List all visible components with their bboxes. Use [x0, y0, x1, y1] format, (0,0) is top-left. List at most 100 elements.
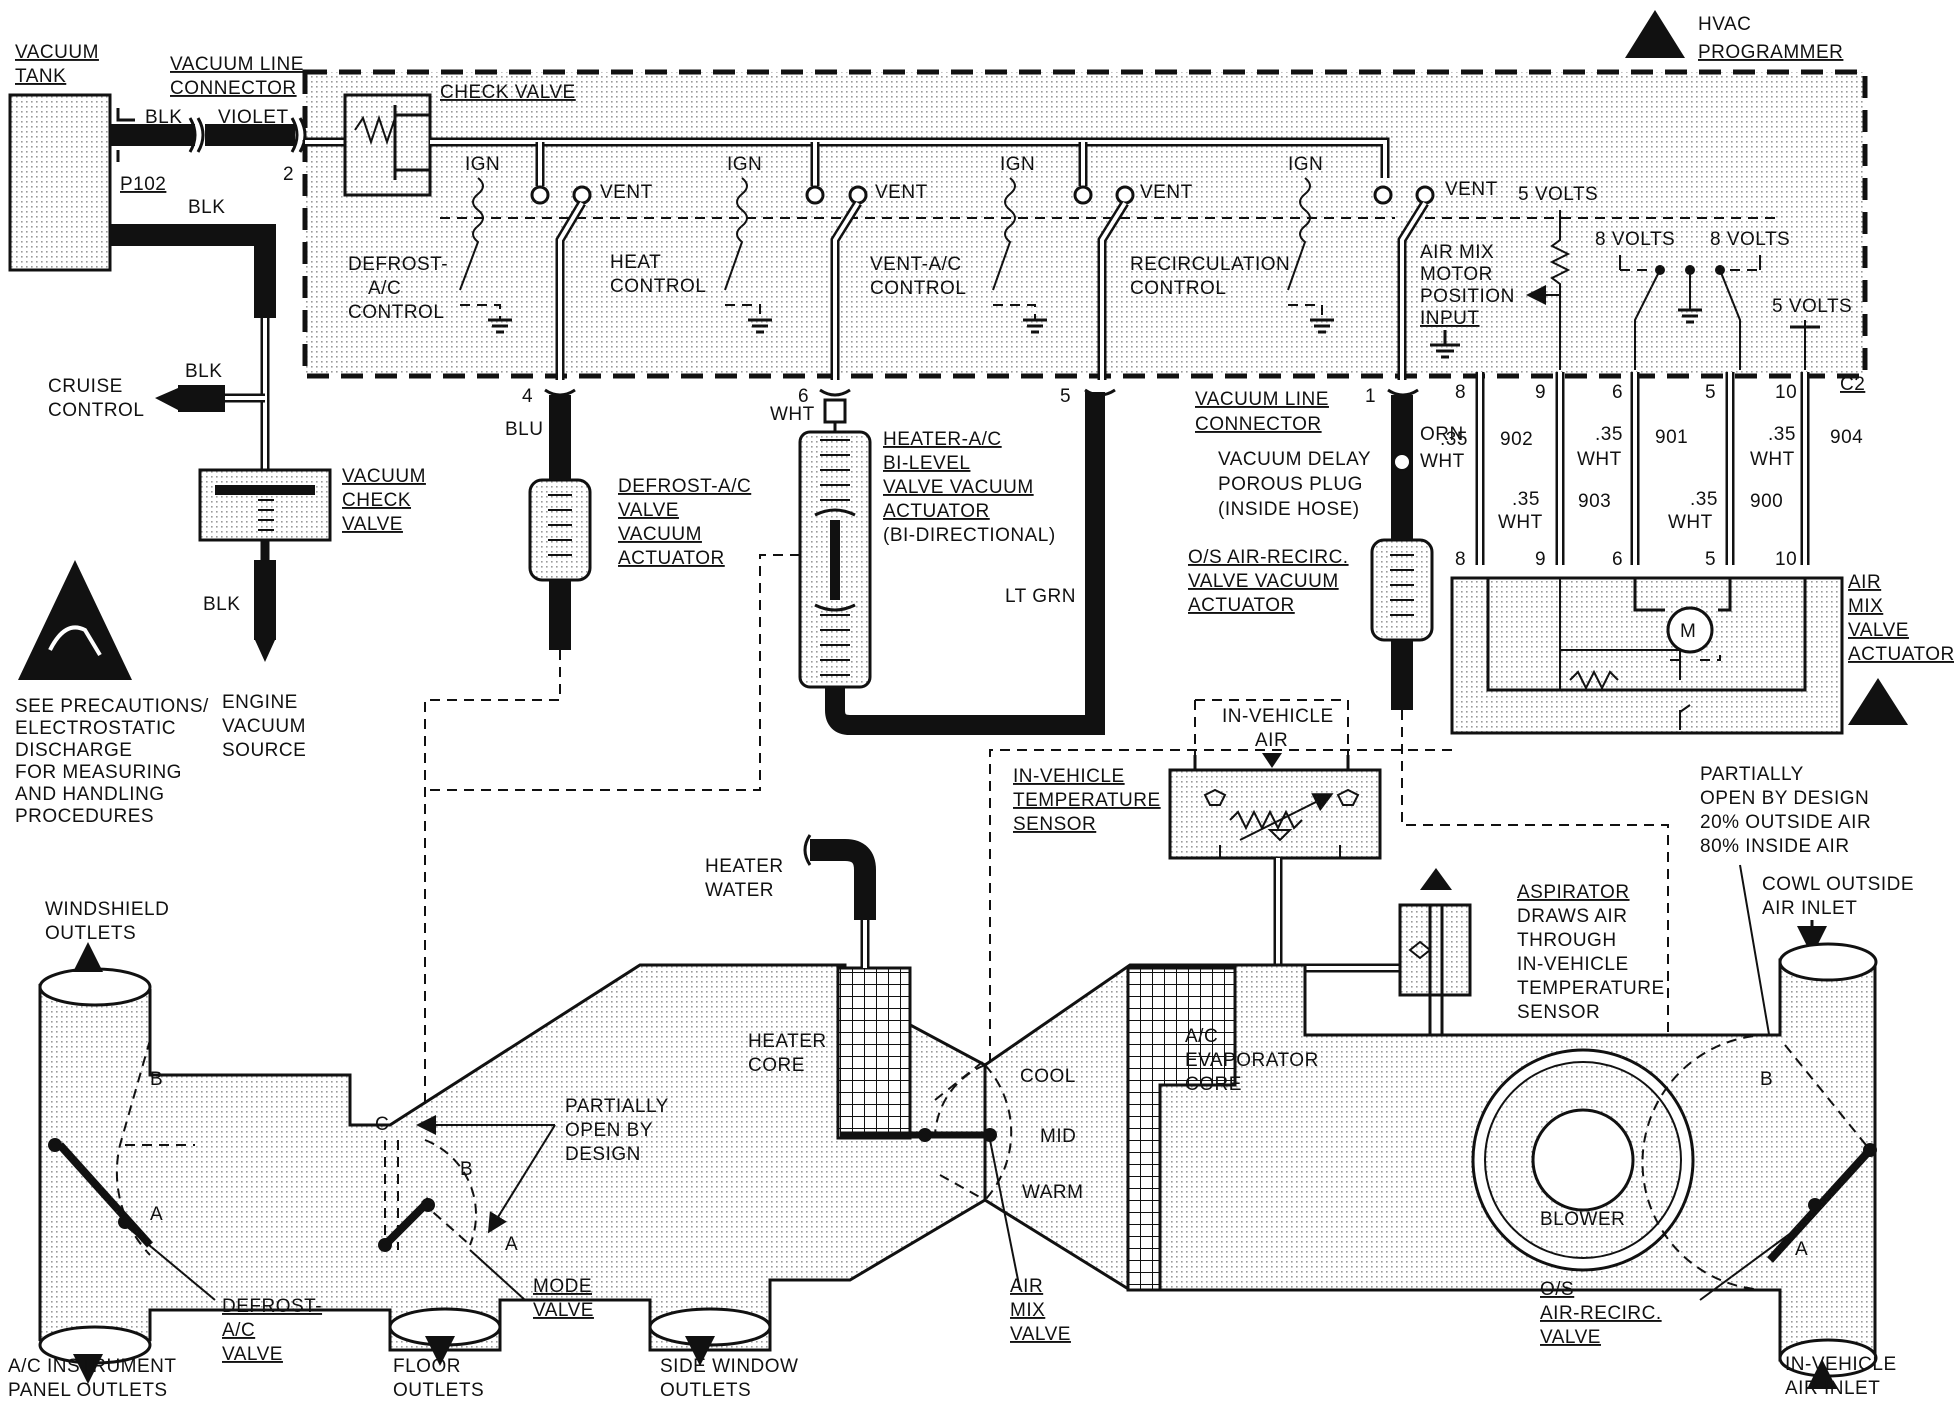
w4-gauge: .35: [1690, 489, 1718, 510]
precautions-6: PROCEDURES: [15, 806, 154, 827]
vacuum-delay-3: (INSIDE HOSE): [1218, 499, 1360, 520]
wire-blk-tank: BLK: [188, 197, 225, 218]
heat-control-2: CONTROL: [610, 276, 706, 297]
vacuum-tank-label-2: TANK: [15, 66, 66, 87]
w4-circuit: 900: [1750, 491, 1783, 512]
aspirator-6: SENSOR: [1517, 1002, 1600, 1023]
check-valve-label: CHECK VALVE: [440, 82, 576, 103]
pin-10-top: 10: [1775, 382, 1797, 403]
side-window-outlets-2: OUTLETS: [660, 1380, 751, 1401]
vacuum-tank: VACUUM TANK: [8, 42, 112, 272]
defrost-actuator-1: DEFROST-A/C: [618, 476, 751, 497]
vcv-wire-blk: BLK: [203, 594, 240, 615]
mode-valve-1: MODE: [533, 1276, 592, 1297]
partially-open-right-1: PARTIALLY: [1700, 764, 1804, 785]
motor-symbol: M: [1680, 621, 1696, 642]
vacuum-line-connector-top-1: VACUUM LINE: [170, 54, 304, 75]
pin-9-bottom: 9: [1535, 549, 1546, 570]
evap-core-1: A/C: [1185, 1026, 1218, 1047]
defrost-actuator-2: VALVE: [618, 500, 679, 521]
in-vehicle-temp-sensor: IN-VEHICLE AIR IN-VEHICLE TEMPERATURE SE…: [1013, 699, 1410, 973]
voltage-8v-a: 8 VOLTS: [1595, 229, 1675, 250]
port-1-orn: ORN: [1420, 424, 1464, 445]
w2-gauge: .35: [1512, 489, 1540, 510]
heater-core: HEATER WATER HEATER CORE: [705, 834, 912, 1140]
air-mix-valve-3: VALVE: [1010, 1324, 1071, 1345]
blower-label: BLOWER: [1540, 1209, 1625, 1230]
voltage-8v-b: 8 VOLTS: [1710, 229, 1790, 250]
w4-color: WHT: [1668, 512, 1713, 533]
cowl-inlet-2: AIR INLET: [1762, 898, 1857, 919]
vent-ac-vent: VENT: [1140, 182, 1193, 203]
in-vehicle-air-2: AIR: [1255, 730, 1288, 751]
vent-ac-control-1: VENT-A/C: [870, 254, 962, 275]
port-4-blu: BLU: [505, 419, 543, 440]
temp-sensor-2: TEMPERATURE: [1013, 790, 1161, 811]
air-mix-valve-1: AIR: [1010, 1276, 1043, 1297]
precautions-2: ELECTROSTATIC: [15, 718, 176, 739]
esd-precautions: SEE PRECAUTIONS/ ELECTROSTATIC DISCHARGE…: [15, 560, 209, 827]
w1-circuit: 902: [1500, 429, 1533, 450]
os-air-recirc-actuator: 1 ORN VACUUM LINE CONNECTOR VACUUM DELAY…: [1188, 386, 1669, 1045]
pin-8-bottom: 8: [1455, 549, 1466, 570]
switch-recirculation: IGN VENT RECIRCULATION CONTROL: [1130, 154, 1498, 380]
os-valve-3: VALVE: [1540, 1327, 1601, 1348]
vacuum-manifold: [430, 137, 1390, 186]
heater-actuator-5: (BI-DIRECTIONAL): [883, 525, 1056, 546]
w1-color: WHT: [1420, 451, 1465, 472]
heater-water-1: HEATER: [705, 856, 784, 877]
recirc-control-1: RECIRCULATION: [1130, 254, 1290, 275]
in-vehicle-air-inlet-1: IN-VEHICLE: [1785, 1354, 1897, 1375]
partially-open-right-4: 80% INSIDE AIR: [1700, 836, 1850, 857]
aspirator-3: THROUGH: [1517, 930, 1617, 951]
heater-actuator-1: HEATER-A/C: [883, 429, 1002, 450]
outlet-labels: WINDSHIELD OUTLETS A/C INSTRUMENT PANEL …: [8, 899, 1897, 1401]
air-mix-cool: COOL: [1020, 1066, 1076, 1087]
precautions-1: SEE PRECAUTIONS/: [15, 696, 209, 717]
connector-p102: P102: [120, 174, 166, 195]
recirc-vent: VENT: [1445, 179, 1498, 200]
port-5-line: 5 LT GRN: [1005, 386, 1116, 607]
amva-label-1: AIR: [1848, 572, 1881, 593]
pin-5-bottom: 5: [1705, 549, 1716, 570]
w3-circuit: 901: [1655, 427, 1688, 448]
windshield-outlets-2: OUTLETS: [45, 923, 136, 944]
mode-valve: C B A PARTIALLY OPEN BY DESIGN MODE VALV…: [375, 1096, 668, 1321]
vacuum-check-valve: VACUUM CHECK VALVE BLK ENGINE VACUUM SOU…: [198, 466, 426, 761]
air-mix-motor-label-3: POSITION: [1420, 286, 1515, 307]
programmer-title-1: HVAC: [1698, 14, 1751, 35]
engine-vacuum-3: SOURCE: [222, 740, 306, 761]
vcv-label-2: CHECK: [342, 490, 411, 511]
programmer-title-2: PROGRAMMER: [1698, 42, 1843, 63]
air-mix-motor-label-4: INPUT: [1420, 308, 1480, 329]
vlc-mid-2: CONNECTOR: [1195, 414, 1322, 435]
pin-5-top: 5: [1705, 382, 1716, 403]
side-window-outlets-1: SIDE WINDOW: [660, 1356, 799, 1377]
vacuum-tank-label-1: VACUUM: [15, 42, 99, 63]
w1-gauge: .35: [1440, 429, 1468, 450]
wire-blk-top: BLK: [145, 107, 182, 128]
precautions-5: AND HANDLING: [15, 784, 165, 805]
vcv-label-1: VACUUM: [342, 466, 426, 487]
evap-core-3: CORE: [1185, 1074, 1242, 1095]
pin-10-bottom: 10: [1775, 549, 1797, 570]
windshield-outlets-1: WINDSHIELD: [45, 899, 169, 920]
w3-gauge: .35: [1595, 424, 1623, 445]
floor-outlets-2: OUTLETS: [393, 1380, 484, 1401]
aspirator-4: IN-VEHICLE: [1517, 954, 1629, 975]
defrost-ign: IGN: [465, 154, 500, 175]
evaporator-core: A/C EVAPORATOR CORE: [1126, 966, 1318, 1292]
defrost-valve-3: VALVE: [222, 1344, 283, 1365]
amva-label-2: MIX: [1848, 596, 1883, 617]
heat-ign: IGN: [727, 154, 762, 175]
pin-8-top: 8: [1455, 382, 1466, 403]
mode-valve-a: A: [505, 1234, 518, 1255]
wire-harness: 8 9 6 5 10 .35 WHT 902 .35 WHT 903 .35 W…: [1420, 372, 1863, 570]
w2-circuit: 903: [1578, 491, 1611, 512]
floor-outlets-1: FLOOR: [393, 1356, 461, 1377]
defrost-valve-a: A: [150, 1204, 163, 1225]
vent-ac-ign: IGN: [1000, 154, 1035, 175]
os-actuator-3: ACTUATOR: [1188, 595, 1295, 616]
temp-sensor-3: SENSOR: [1013, 814, 1096, 835]
